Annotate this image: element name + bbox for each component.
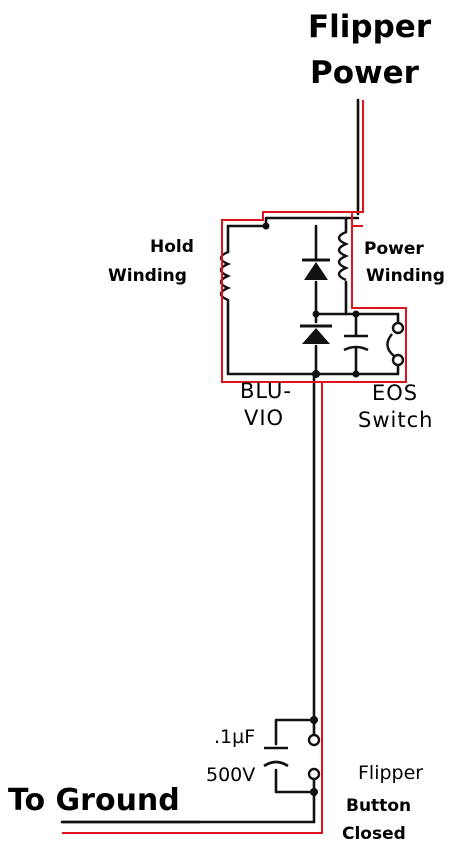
flipper-button-label-1: Flipper: [358, 762, 424, 784]
button-capacitor-symbol: [263, 746, 289, 768]
eos-switch-label-2: Switch: [358, 408, 434, 432]
current-path-overlay: [62, 100, 407, 834]
title-flipper: Flipper: [308, 9, 432, 45]
eos-switch-label-1: EOS: [372, 381, 419, 405]
eos-switch-blade: [386, 333, 395, 357]
eos-contact-bottom: [391, 353, 405, 367]
flipper-button-label-2: Button: [346, 796, 412, 816]
hold-winding-label-1: Hold: [150, 237, 194, 257]
button-contact-bottom: [307, 767, 321, 781]
junction-dots: [262, 222, 360, 796]
top-bus-wire: [226, 216, 360, 228]
capacitor-voltage-label: 500V: [206, 764, 256, 786]
power-winding-label-2: Winding: [366, 266, 445, 286]
capacitor-value-label: .1µF: [214, 726, 256, 748]
hold-branch-wire: [226, 224, 318, 376]
power-winding-label-1: Power: [364, 239, 424, 259]
hold-winding-label-2: Winding: [108, 266, 187, 286]
eos-switch-wire: [314, 312, 400, 376]
button-contact-top: [307, 733, 321, 747]
upper-diode-symbol: [302, 258, 330, 280]
button-loop-wire: [274, 718, 316, 794]
wire-color-label-1: BLU-: [240, 379, 293, 403]
power-winding-coil: [337, 230, 350, 282]
lower-diode-symbol: [300, 324, 332, 344]
eos-capacitor-symbol: [343, 334, 369, 352]
schematic-wiring: [60, 98, 400, 824]
flipper-button-label-3: Closed: [342, 824, 406, 844]
wire-color-label-2: VIO: [244, 406, 285, 430]
title-power: Power: [310, 55, 419, 91]
to-ground-label: To Ground: [8, 783, 180, 818]
eos-contact-top: [391, 321, 405, 335]
